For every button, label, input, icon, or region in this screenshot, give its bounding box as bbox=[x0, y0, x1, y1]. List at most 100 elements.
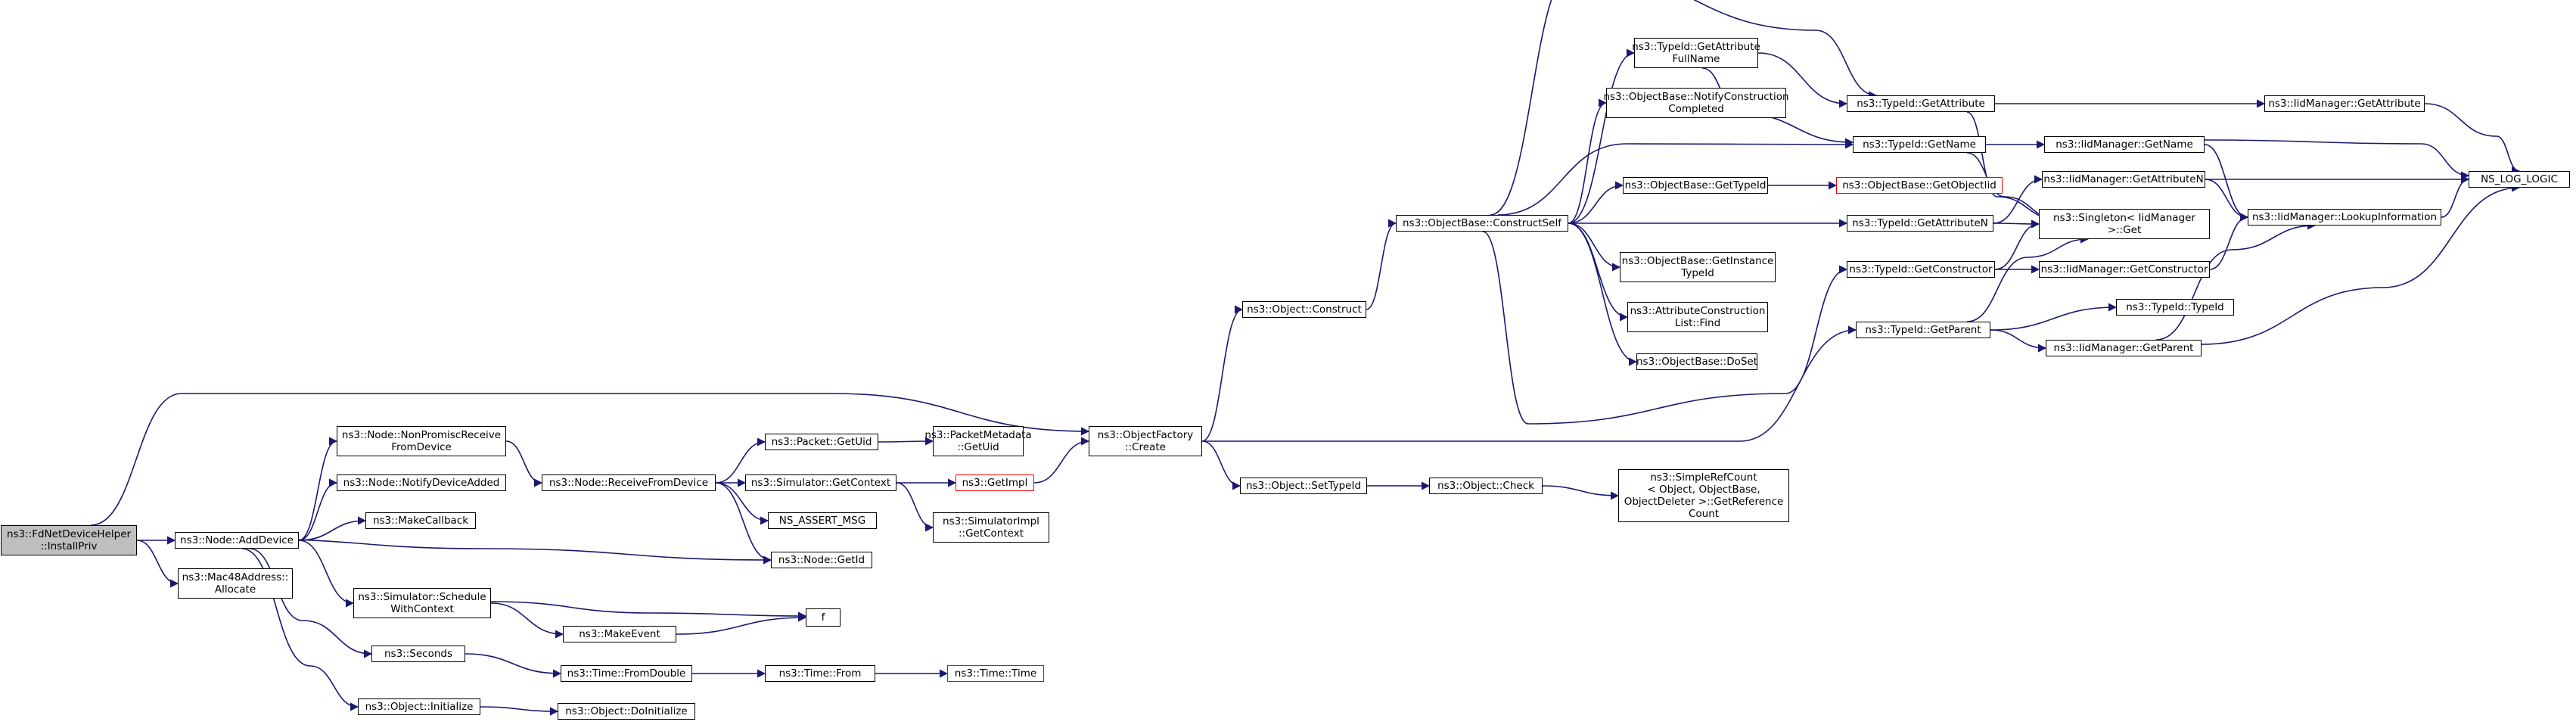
graph-node-objConstruct[interactable]: ns3::Object::Construct bbox=[1242, 301, 1366, 318]
edge-addDevice-to-makeCallback bbox=[298, 516, 367, 541]
graph-node-nonPromisc[interactable]: ns3::Node::NonPromiscReceive FromDevice bbox=[337, 426, 506, 456]
graph-node-obGetObjectTid[interactable]: ns3::ObjectBase::GetObjectIid bbox=[1836, 177, 2003, 194]
graph-node-iidGetConstr[interactable]: ns3::IidManager::GetConstructor bbox=[2039, 261, 2210, 278]
graph-node-tidGetConstr[interactable]: ns3::TypeId::GetConstructor bbox=[1847, 261, 1995, 278]
graph-node-nsLogLogic[interactable]: NS_LOG_LOGIC bbox=[2469, 171, 2570, 188]
graph-node-tidGetAttr[interactable]: ns3::TypeId::GetAttribute bbox=[1847, 95, 1995, 112]
edge-constructSelf-to-tidGetAttr bbox=[1490, 0, 1878, 216]
edge-constructSelf-to-attrFullName bbox=[1568, 48, 1636, 224]
edge-iidGetName-to-nsLogLogic bbox=[2204, 139, 2470, 180]
graph-node-tidGetParent[interactable]: ns3::TypeId::GetParent bbox=[1856, 322, 1990, 338]
graph-node-notifyConstr[interactable]: ns3::ObjectBase::NotifyConstruction Comp… bbox=[1603, 88, 1789, 118]
graph-node-timeFrom[interactable]: ns3::Time::From bbox=[765, 665, 875, 682]
graph-node-tidGetAttrN[interactable]: ns3::TypeId::GetAttributeN bbox=[1847, 215, 1993, 232]
graph-node-tidTypeId[interactable]: ns3::TypeId::TypeId bbox=[2116, 299, 2234, 316]
edge-schedCtx-to-f bbox=[490, 601, 807, 621]
edge-iidGetConstr-to-iidLookup bbox=[2209, 213, 2249, 270]
edge-recvFromDev-to-nodeGetId bbox=[715, 482, 772, 565]
graph-node-f[interactable]: f bbox=[806, 608, 841, 627]
graph-node-objSetTypeId[interactable]: ns3::Object::SetTypeId bbox=[1240, 478, 1367, 494]
graph-node-constructSelf[interactable]: ns3::ObjectBase::ConstructSelf bbox=[1396, 215, 1568, 232]
graph-node-makeCallback[interactable]: ns3::MakeCallback bbox=[365, 512, 476, 529]
graph-node-doInit[interactable]: ns3::Object::DoInitialize bbox=[558, 703, 695, 720]
edge-tidGetAttrN-to-iidGetAttrN bbox=[1993, 175, 2043, 224]
edge-tidGetParent-to-tidTypeId bbox=[1990, 303, 2118, 331]
edge-constructSelf-to-tidGetConstr bbox=[1482, 231, 1848, 425]
edge-objInit-to-doInit bbox=[480, 706, 559, 716]
graph-node-attrConstrFind[interactable]: ns3::AttributeConstruction List::Find bbox=[1627, 302, 1768, 332]
edge-iidLookup-to-nsLogLogic bbox=[2441, 175, 2470, 218]
edge-pktGetUid-to-pktMetaUid bbox=[878, 437, 934, 446]
edge-recvFromDev-to-nsAssert bbox=[715, 482, 769, 525]
graph-node-pktGetUid[interactable]: ns3::Packet::GetUid bbox=[765, 434, 878, 450]
graph-node-fromDouble[interactable]: ns3::Time::FromDouble bbox=[561, 665, 692, 682]
graph-node-root[interactable]: ns3::FdNetDeviceHelper ::InstallPriv bbox=[1, 525, 137, 555]
graph-node-obGetInstTid[interactable]: ns3::ObjectBase::GetInstance TypeId bbox=[1620, 252, 1776, 282]
edge-getImpl-to-objFactCreate bbox=[1033, 437, 1090, 484]
graph-node-makeEvent[interactable]: ns3::MakeEvent bbox=[563, 626, 676, 642]
graph-node-simGetCtx[interactable]: ns3::Simulator::GetContext bbox=[745, 474, 896, 491]
edge-tidGetAttrN-to-singleton bbox=[1993, 219, 2040, 229]
edge-seconds-to-fromDouble bbox=[465, 653, 562, 678]
graph-node-simpleRef[interactable]: ns3::SimpleRefCount < Object, ObjectBase… bbox=[1618, 469, 1789, 522]
graph-node-iidGetAttrN[interactable]: ns3::IidManager::GetAttributeN bbox=[2042, 171, 2205, 188]
edge-addDevice-to-nodeGetId bbox=[241, 538, 772, 565]
graph-node-simImplCtx[interactable]: ns3::SimulatorImpl ::GetContext bbox=[933, 512, 1049, 543]
graph-node-iidLookup[interactable]: ns3::IidManager::LookupInformation bbox=[2248, 209, 2441, 226]
edge-objFactCreate-to-objConstruct bbox=[1201, 305, 1244, 442]
edge-recvFromDev-to-pktGetUid bbox=[715, 437, 766, 484]
graph-node-tidGetName[interactable]: ns3::TypeId::GetName bbox=[1853, 136, 1986, 153]
edge-objCheck-to-simpleRef bbox=[1542, 485, 1620, 500]
edge-constructSelf-to-obGetTypeId bbox=[1568, 181, 1624, 224]
edge-constructSelf-to-attrConstrFind bbox=[1568, 222, 1629, 322]
graph-node-seconds[interactable]: ns3::Seconds bbox=[371, 646, 465, 662]
edge-attrFullName-to-tidGetAttr bbox=[1757, 52, 1848, 108]
graph-node-notifyDevAdded[interactable]: ns3::Node::NotifyDeviceAdded bbox=[337, 474, 506, 491]
edge-constructSelf-to-obGetInstTid bbox=[1568, 222, 1621, 272]
graph-node-singleton[interactable]: ns3::Singleton< IidManager >::Get bbox=[2039, 209, 2210, 239]
graph-node-mac48[interactable]: ns3::Mac48Address:: Allocate bbox=[178, 568, 293, 599]
edge-addDevice-to-nonPromisc bbox=[298, 437, 338, 541]
edge-tidGetParent-to-singleton bbox=[1966, 235, 2090, 322]
edge-iidGetParent-to-iidLookup bbox=[2155, 221, 2317, 341]
edge-iidGetParent-to-nsLogLogic bbox=[2201, 183, 2521, 345]
edge-constructSelf-to-doSet bbox=[1568, 222, 1638, 366]
graph-node-iidGetParent[interactable]: ns3::IidManager::GetParent bbox=[2046, 340, 2202, 356]
graph-node-pktMetaUid[interactable]: ns3::PacketMetadata ::GetUid bbox=[924, 426, 1032, 456]
graph-node-objFactCreate[interactable]: ns3::ObjectFactory ::Create bbox=[1089, 426, 1202, 456]
edge-tidGetParent-to-iidGetParent bbox=[1990, 329, 2047, 353]
graph-node-addDevice[interactable]: ns3::Node::AddDevice bbox=[175, 532, 299, 549]
edge-iidGetAttrN-to-iidLookup bbox=[2205, 179, 2249, 222]
edge-simGetCtx-to-simImplCtx bbox=[896, 482, 934, 532]
edge-objFactCreate-to-tidGetParent bbox=[1202, 325, 1857, 442]
graph-node-doSet[interactable]: ns3::ObjectBase::DoSet bbox=[1636, 353, 1757, 370]
edge-iidGetAttr-to-nsLogLogic bbox=[2424, 103, 2521, 176]
graph-node-objCheck[interactable]: ns3::Object::Check bbox=[1429, 478, 1543, 494]
edge-objConstruct-to-constructSelf bbox=[1366, 219, 1397, 310]
edge-objFactCreate-to-objSetTypeId bbox=[1201, 440, 1241, 490]
graph-node-obGetTypeId[interactable]: ns3::ObjectBase::GetTypeId bbox=[1623, 177, 1768, 194]
graph-node-nodeGetId[interactable]: ns3::Node::GetId bbox=[771, 552, 872, 568]
edge-constructSelf-to-tidGetName bbox=[1497, 140, 1854, 216]
graph-node-recvFromDev[interactable]: ns3::Node::ReceiveFromDevice bbox=[542, 474, 716, 491]
graph-node-attrFullName[interactable]: ns3::TypeId::GetAttribute FullName bbox=[1632, 38, 1760, 68]
edge-addDevice-to-seconds bbox=[249, 548, 373, 658]
edge-tidGetConstr-to-singleton bbox=[1994, 219, 2040, 270]
edge-schedCtx-to-makeEvent bbox=[490, 602, 564, 639]
graph-node-timeTime[interactable]: ns3::Time::Time bbox=[947, 665, 1044, 682]
edge-constructSelf-to-notifyConstr bbox=[1568, 98, 1608, 224]
edge-root-to-mac48 bbox=[136, 540, 179, 588]
graph-node-iidGetName[interactable]: ns3::IidManager::GetName bbox=[2044, 136, 2205, 153]
edge-root-to-objFactCreate bbox=[90, 393, 1090, 526]
graph-node-nsAssert[interactable]: NS_ASSERT_MSG bbox=[768, 512, 877, 529]
edge-nonPromisc-to-recvFromDev bbox=[505, 440, 543, 487]
graph-node-schedCtx[interactable]: ns3::Simulator::Schedule WithContext bbox=[353, 588, 491, 618]
edge-addDevice-to-schedCtx bbox=[298, 540, 355, 608]
edge-tidGetAttr-to-singleton bbox=[1966, 111, 2059, 224]
edge-addDevice-to-notifyDevAdded bbox=[298, 478, 338, 541]
graph-node-objInit[interactable]: ns3::Object::Initialize bbox=[358, 698, 480, 715]
graph-node-iidGetAttr[interactable]: ns3::IidManager::GetAttribute bbox=[2264, 95, 2425, 112]
graph-node-getImpl[interactable]: ns3::GetImpl bbox=[956, 474, 1034, 491]
